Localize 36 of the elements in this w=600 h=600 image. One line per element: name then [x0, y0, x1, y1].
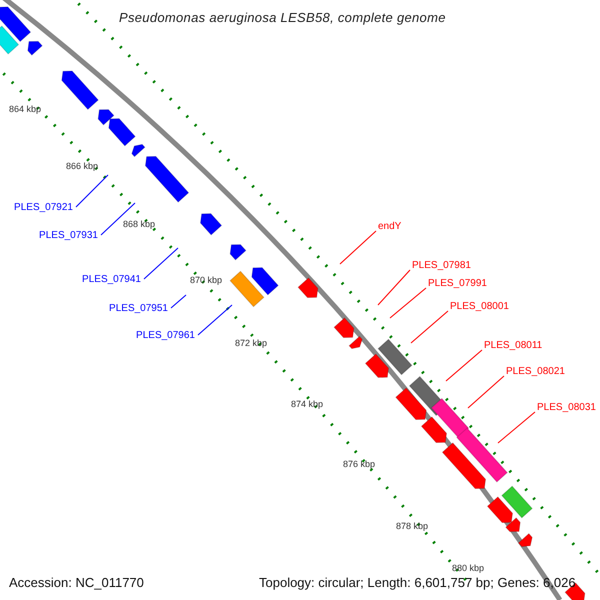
leader-line [378, 270, 410, 306]
leader-line [76, 174, 108, 208]
gene-label: PLES_07951 [109, 304, 168, 314]
footer-text: Accession: NC_011770 [9, 576, 144, 589]
scale-label: 874 kbp [291, 400, 324, 409]
leader-line [498, 412, 536, 444]
gene-label: endY [378, 222, 402, 232]
scale-label: 866 kbp [66, 162, 98, 171]
scale-label: 870 kbp [190, 276, 222, 285]
scale-label: 872 kbp [235, 339, 268, 348]
leader-line [100, 202, 136, 236]
title: Pseudomonas aeruginosa LESB58, complete genome [119, 11, 446, 24]
scale-label: 864 kbp [9, 105, 42, 114]
leader-line [446, 350, 482, 382]
leader-line [468, 376, 504, 408]
leader-line [410, 310, 448, 344]
gene-label: PLES_07981 [412, 261, 471, 271]
leader-line [198, 304, 232, 336]
gene-label: PLES_07961 [136, 331, 195, 341]
footer-text: Topology: circular; Length: 6,601,757 bp; Genes: 6,026 [259, 576, 576, 589]
scale-label: 878 kbp [396, 522, 428, 531]
leader-line [340, 230, 376, 264]
gene-label: PLES_08031 [537, 403, 596, 413]
leader-line [170, 294, 186, 308]
gene-label: PLES_07921 [14, 203, 73, 213]
leader-line [390, 288, 426, 318]
scale-label: 868 kbp [123, 220, 156, 229]
gene-label: PLES_08001 [450, 302, 509, 312]
scale-label: 876 kbp [343, 460, 376, 469]
leader-line [144, 248, 178, 280]
gene-label: PLES_07991 [428, 279, 487, 289]
gene-label: PLES_08021 [506, 367, 565, 377]
gene-label: PLES_08011 [484, 341, 542, 351]
scale-label: 880 kbp [452, 564, 484, 573]
gene-label: PLES_07931 [39, 231, 98, 241]
gene-label: PLES_07941 [82, 275, 141, 285]
